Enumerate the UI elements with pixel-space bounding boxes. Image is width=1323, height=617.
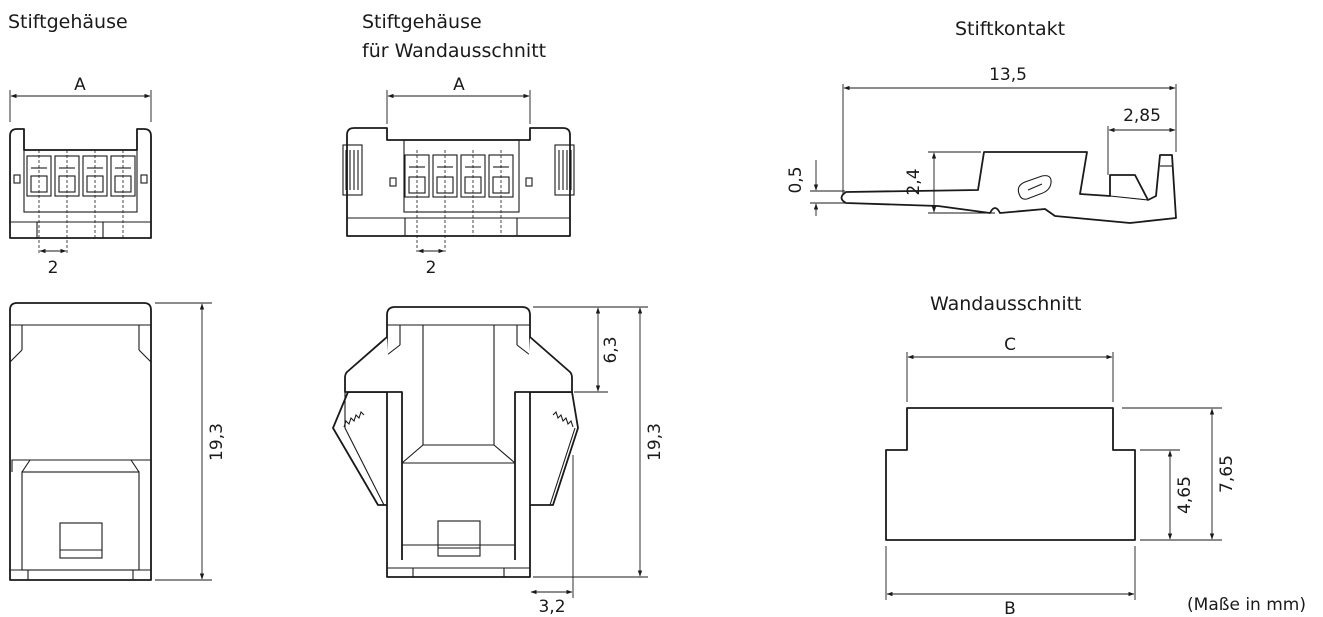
housing-pitch-dimension: 2 [39,248,67,278]
wall-housing-width-label: A [453,75,465,95]
contact-tail-dimension: 2,85 [1107,106,1176,175]
wall-housing-width-dimension: A [386,75,531,124]
wall-housing-pin-cells [404,154,514,198]
wall-housing-pin-centerlines [416,150,502,252]
cutout-lower-height-dimension: 4,65 [1140,449,1195,540]
title-stiftgehaeuse-wand-line2: für Wandausschnitt [362,40,546,62]
wall-housing-length-label: 19,3 [645,423,665,461]
cutout-total-height-label: 7,65 [1217,455,1237,493]
housing-front-view [9,128,152,255]
wall-housing-offset-dimension: 3,2 [530,455,574,617]
contact-pin-label: 0,5 [786,166,806,193]
cutout-bottom-width-dimension: B [885,546,1136,617]
housing-pitch-label: 2 [48,258,59,278]
cutout-bottom-width-label: B [1004,599,1016,617]
housing-width-dimension: A [9,75,152,122]
housing-width-label: A [74,75,86,95]
contact-pin-dimension: 0,5 [786,160,845,216]
wall-housing-length-dimension: 19,3 [533,307,665,578]
contact-length-dimension: 13,5 [842,65,1177,194]
title-stiftkontakt: Stiftkontakt [955,18,1065,40]
housing-pin-centerlines [38,150,124,255]
title-stiftgehaeuse-wand-line1: Stiftgehäuse [362,11,482,33]
cutout-lower-height-label: 4,65 [1175,476,1195,514]
wall-housing-front-view [342,127,575,252]
wall-housing-pitch-dimension: 2 [417,248,445,278]
housing-pin-cells [26,155,136,197]
contact-height-label: 2,4 [904,168,924,195]
cutout-top-width-dimension: C [906,335,1114,402]
units-note: (Maße in mm) [1187,595,1306,615]
wall-housing-latch-label: 6,3 [601,336,621,363]
wall-housing-side-view [332,306,579,578]
title-stiftgehaeuse: Stiftgehäuse [8,11,128,33]
wall-housing-pitch-label: 2 [426,258,437,278]
contact-length-label: 13,5 [989,65,1027,85]
cutout-top-width-label: C [1004,335,1016,355]
wall-housing-latch-right [554,144,575,196]
wall-cutout-shape [885,407,1136,541]
cutout-total-height-dimension: 7,65 [1122,407,1237,541]
contact-height-dimension: 2,4 [904,151,995,214]
title-wandausschnitt: Wandausschnitt [930,293,1082,315]
housing-length-dimension: 19,3 [155,302,227,581]
housing-side-view [9,302,152,581]
contact-tail-label: 2,85 [1123,106,1161,126]
housing-length-label: 19,3 [207,423,227,461]
wall-housing-latch-left [342,144,363,196]
wall-housing-offset-label: 3,2 [538,597,565,617]
wall-housing-latch-dimension: 6,3 [533,306,648,393]
pin-contact-drawing [840,151,1177,224]
